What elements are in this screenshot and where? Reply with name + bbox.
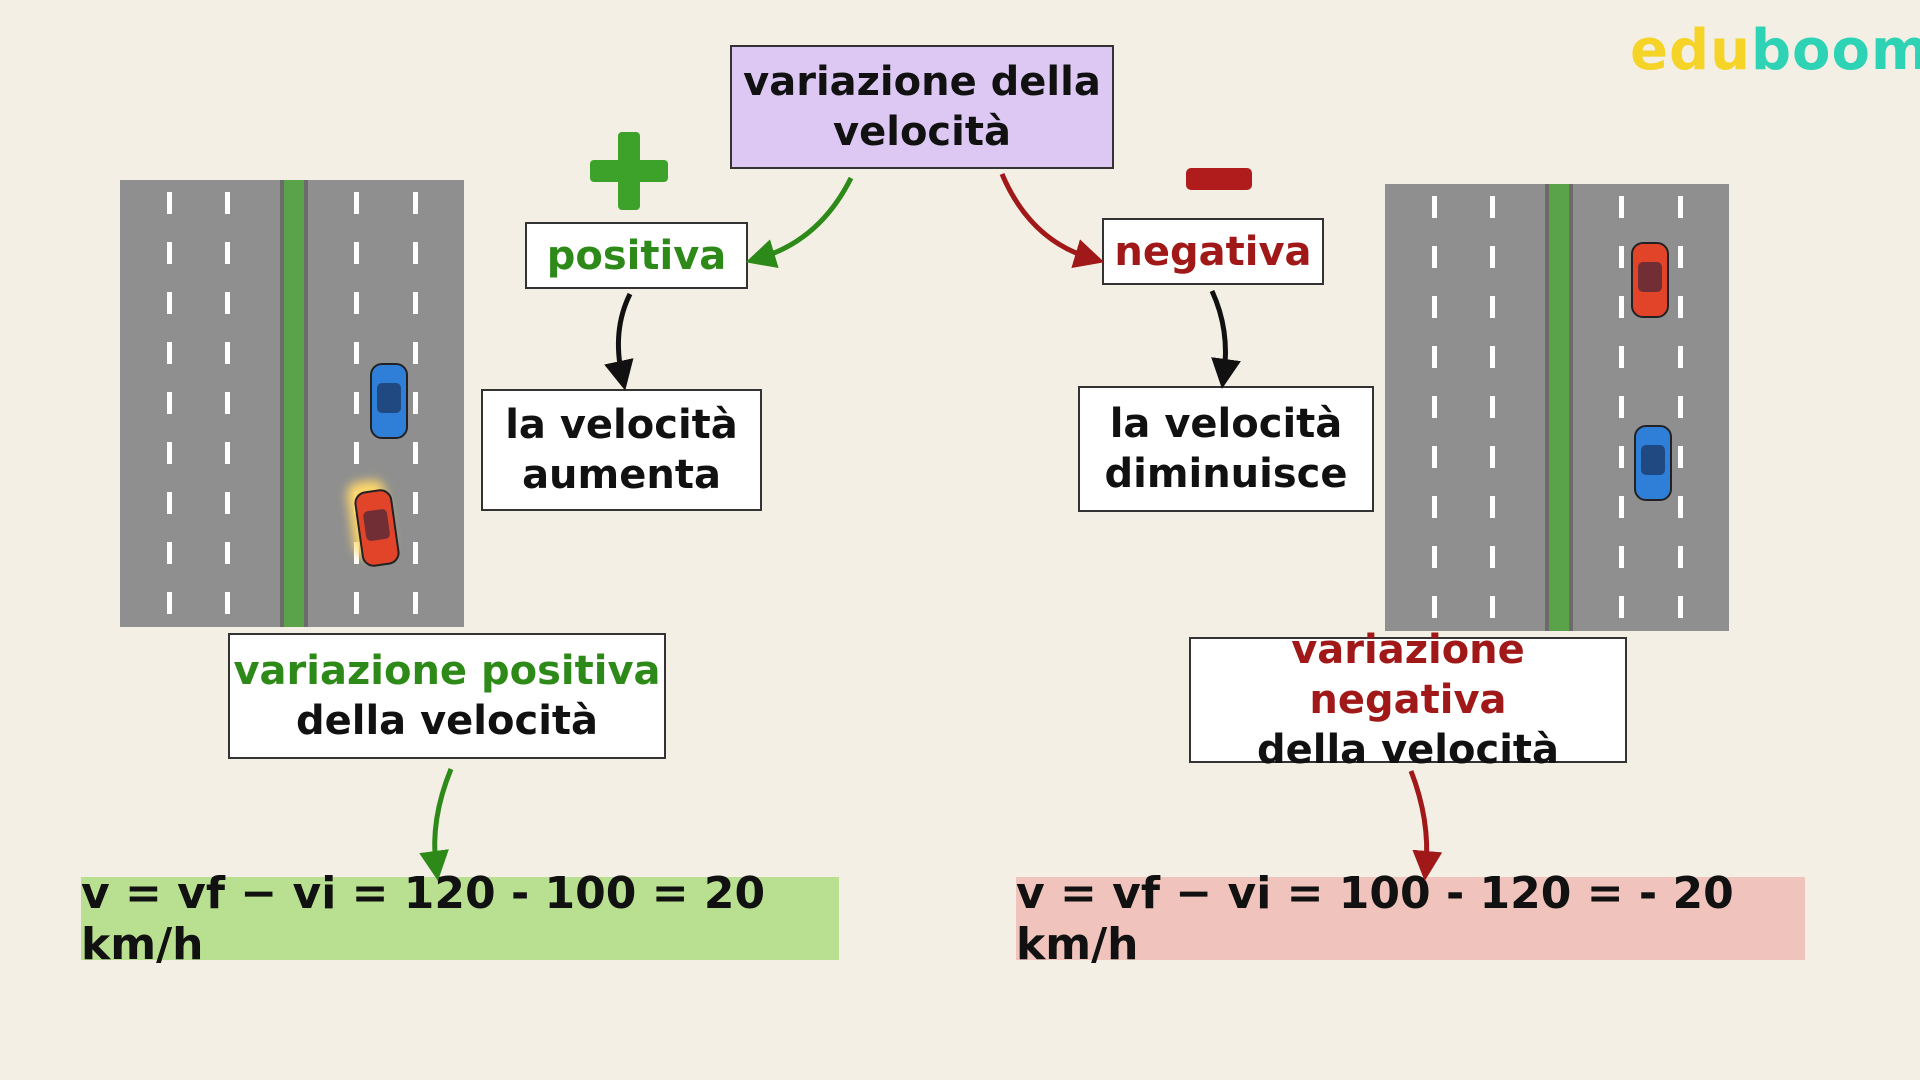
arrow-to-negative-formula <box>1408 770 1443 881</box>
arrow-to-positive <box>745 176 854 269</box>
arrow-positive-down <box>604 292 634 391</box>
plus-icon <box>590 132 668 210</box>
arrow-to-negative <box>999 173 1105 269</box>
title-box: variazione della velocità <box>730 45 1114 169</box>
negative-summary-box: variazione negativa della velocità <box>1189 627 1627 773</box>
negative-result-line2: diminuisce <box>1104 451 1348 497</box>
positive-result-line2: aumenta <box>522 452 721 498</box>
positive-summary-line2: della velocità <box>295 698 599 744</box>
red-car <box>1631 242 1669 318</box>
logo-part1: edu <box>1630 18 1751 83</box>
negative-formula-text: v = vf − vi = 100 - 120 = - 20 km/h <box>1016 867 1734 970</box>
positive-summary-line1: variazione positiva <box>233 648 661 694</box>
negative-formula: v = vf − vi = 100 - 120 = - 20 km/h <box>1016 868 1805 970</box>
negative-label-box: negativa <box>1102 218 1324 285</box>
blue-car <box>1634 425 1672 501</box>
minus-icon <box>1186 168 1252 190</box>
positive-label: positiva <box>546 232 727 279</box>
left-road <box>120 180 464 627</box>
title-line1: variazione della <box>743 59 1101 105</box>
right-road <box>1385 184 1729 631</box>
positive-result-line1: la velocità <box>505 402 738 448</box>
negative-result-line1: la velocità <box>1109 401 1343 447</box>
positive-label-box: positiva <box>525 222 748 289</box>
arrow-to-positive-formula <box>419 768 454 881</box>
logo-part2: boom <box>1750 18 1920 83</box>
negative-summary-line2: della velocità <box>1256 727 1560 773</box>
logo: eduboom <box>1630 18 1920 83</box>
arrow-negative-down <box>1209 289 1241 389</box>
positive-summary-box: variazione positiva della velocità <box>228 633 666 759</box>
blue-car <box>370 363 408 439</box>
title-line2: velocità <box>833 109 1011 155</box>
negative-summary-line1: variazione negativa <box>1291 627 1525 723</box>
negative-label: negativa <box>1114 228 1312 275</box>
positive-result-box: la velocità aumenta <box>481 389 762 511</box>
